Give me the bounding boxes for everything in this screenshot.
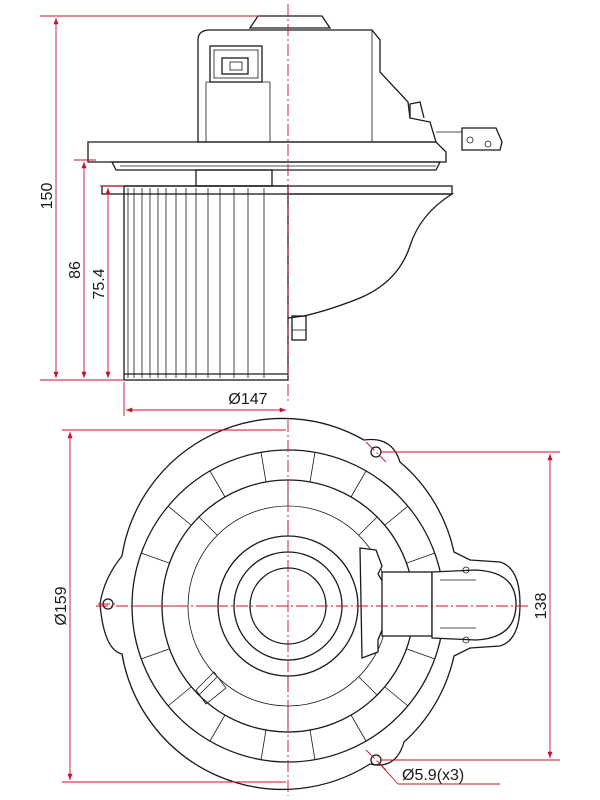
dim-housing-diameter: Ø159 — [53, 586, 70, 625]
dim-wheel-diameter: Ø147 — [228, 391, 267, 408]
dim-body-height: 86 — [67, 261, 84, 279]
dim-mount-span: 138 — [533, 593, 550, 620]
dim-mount-holes: Ø5.9(x3) — [402, 767, 464, 784]
dim-overall-height: 150 — [39, 183, 56, 210]
connector-icon — [209, 45, 263, 83]
side-dimensions — [40, 15, 286, 416]
side-view — [87, 15, 503, 381]
top-view — [99, 417, 521, 791]
top-dimensions — [62, 429, 560, 785]
blower-wheel — [123, 185, 289, 381]
motor-bracket — [359, 547, 517, 659]
dim-wheel-height: 75.4 — [91, 268, 108, 299]
